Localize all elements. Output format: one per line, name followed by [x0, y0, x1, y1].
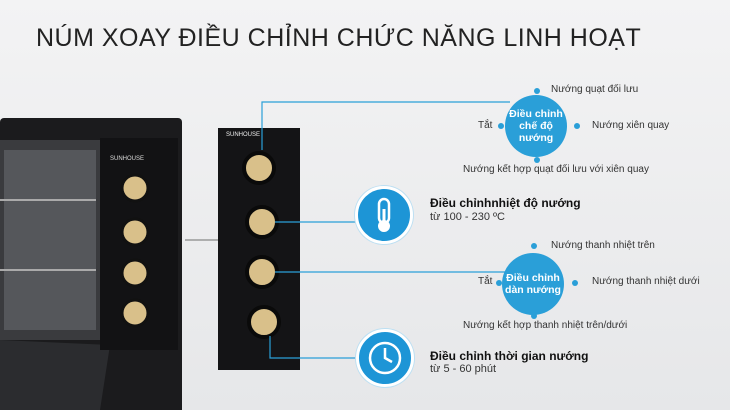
element-bubble: Điều chỉnh dàn nướng — [502, 253, 564, 315]
svg-text:SUNHOUSE: SUNHOUSE — [110, 156, 144, 162]
mode-knob — [242, 151, 276, 185]
timer-range: từ 5 - 60 phút — [430, 363, 497, 375]
temp-range: từ 100 - 230 ºC — [430, 211, 505, 223]
mode-option-right: Nướng xiên quay — [592, 120, 670, 131]
mode-option-left: Tắt — [478, 120, 493, 131]
element-option-bottom: Nướng kết hợp thanh nhiệt trên/dưới — [463, 320, 628, 331]
svg-text:SUNHOUSE: SUNHOUSE — [226, 132, 260, 138]
element-knob — [245, 255, 279, 289]
oven-door — [0, 340, 110, 410]
thermometer-icon — [355, 186, 413, 244]
clock-icon — [356, 329, 414, 387]
mode-option-bottom: Nướng kết hợp quạt đối lưu với xiên quay — [463, 164, 649, 175]
mode-bubble: Điều chỉnh chế độ nướng — [505, 95, 567, 157]
temp-heading: Điều chỉnhnhiệt độ nướng — [430, 196, 581, 210]
element-option-left: Tắt — [478, 276, 493, 287]
element-option-right: Nướng thanh nhiệt dưới — [592, 276, 700, 287]
page-title: NÚM XOAY ĐIỀU CHỈNH CHỨC NĂNG LINH HOẠT — [36, 24, 642, 52]
mode-option-top: Nướng quạt đối lưu — [551, 84, 639, 95]
timer-heading: Điều chỉnh thời gian nướng — [430, 349, 589, 363]
temperature-knob — [245, 205, 279, 239]
timer-knob — [247, 305, 281, 339]
element-option-top: Nướng thanh nhiệt trên — [551, 240, 655, 251]
